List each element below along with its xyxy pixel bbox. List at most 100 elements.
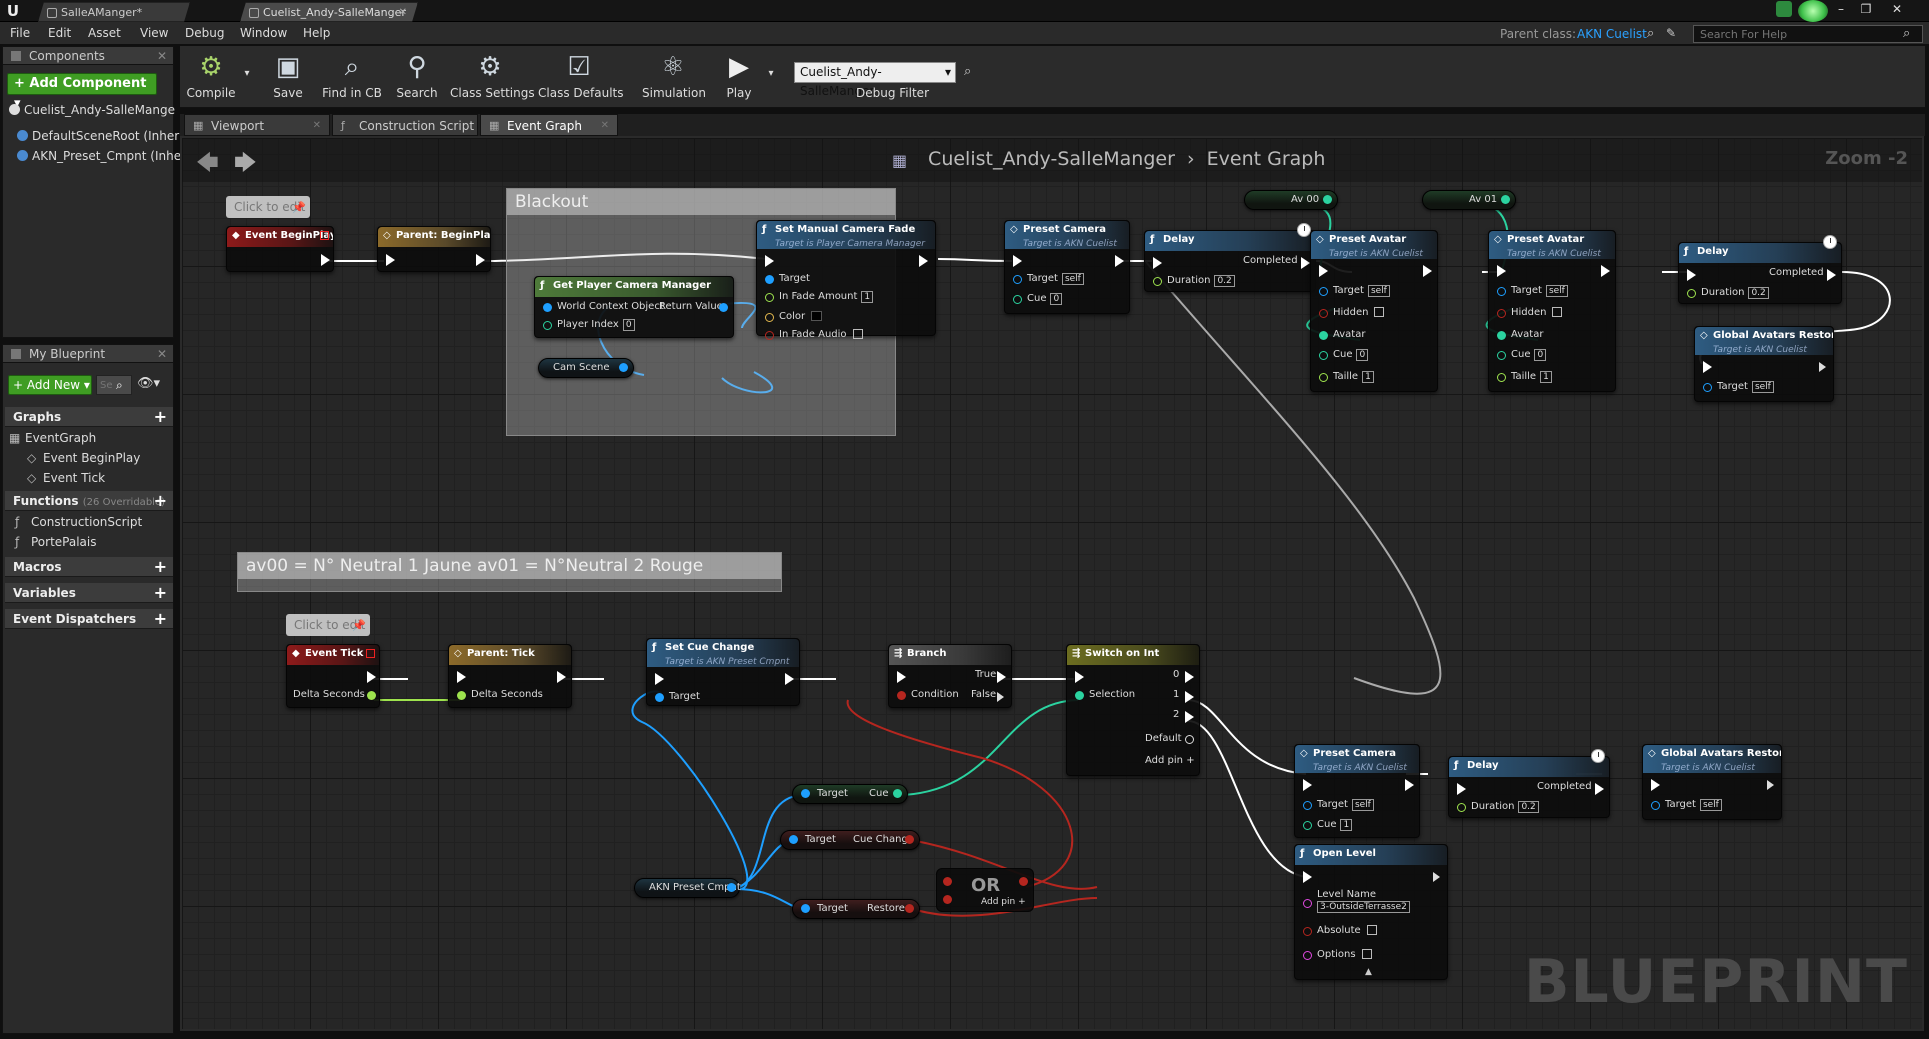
- exec-out-pin[interactable]: [557, 671, 566, 683]
- maximize-button[interactable]: ❐: [1860, 2, 1872, 16]
- exec-case-0-pin[interactable]: [1185, 671, 1194, 683]
- options-field[interactable]: [1361, 949, 1372, 959]
- object-pin[interactable]: [789, 835, 798, 844]
- float-pin[interactable]: [765, 293, 774, 302]
- exec-false-pin[interactable]: [997, 691, 1006, 703]
- hidden-checkbox[interactable]: [1552, 307, 1563, 317]
- bool-pin[interactable]: [897, 691, 906, 700]
- exec-out-pin[interactable]: [1405, 779, 1414, 791]
- bool-pin-a[interactable]: [943, 877, 952, 886]
- node-get-cue-change[interactable]: Target Cue Change: [780, 830, 920, 850]
- object-pin[interactable]: [765, 275, 774, 284]
- play-options-chevron-icon[interactable]: ▾: [768, 68, 774, 79]
- float-pin[interactable]: [1687, 289, 1696, 298]
- exec-true-pin[interactable]: [997, 671, 1006, 683]
- unreal-logo-icon[interactable]: U: [6, 2, 20, 20]
- node-parent-tick[interactable]: ◇Parent: Tick Delta Seconds: [448, 644, 572, 708]
- exec-out-pin[interactable]: [919, 255, 928, 267]
- forward-arrow-icon[interactable]: 🡆: [234, 151, 257, 176]
- bool-pin[interactable]: [1319, 309, 1328, 318]
- exec-out-pin[interactable]: [1423, 265, 1432, 277]
- add-new-button[interactable]: + Add New ▾: [8, 375, 92, 395]
- comment-title[interactable]: av00 = N° Neutral 1 Jaune av01 = N°Neutr…: [238, 553, 781, 579]
- in-fade-audio-checkbox[interactable]: [852, 329, 863, 339]
- node-event-beginplay[interactable]: ◆Event BeginPlay: [226, 226, 334, 272]
- node-event-tick[interactable]: ◆Event Tick Delta Seconds: [286, 644, 380, 708]
- add-graph-plus-icon[interactable]: +: [153, 407, 167, 426]
- pin-icon[interactable]: 📌: [352, 619, 366, 632]
- component-defaultsceneroot-row[interactable]: DefaultSceneRoot (Inherited): [17, 129, 183, 143]
- tab-viewport[interactable]: ▦ Viewport ✕: [184, 114, 330, 136]
- exec-in-pin[interactable]: [1497, 265, 1506, 277]
- exec-in-pin[interactable]: [1303, 779, 1312, 791]
- close-panel-icon[interactable]: ✕: [156, 49, 167, 63]
- blueprint-search-input[interactable]: [96, 375, 132, 395]
- bool-out-pin[interactable]: [905, 904, 914, 913]
- class-settings-button[interactable]: ⚙ Class Settings: [450, 50, 535, 106]
- menu-asset[interactable]: Asset: [88, 26, 121, 40]
- object-out-pin[interactable]: [727, 883, 736, 892]
- exec-default-pin[interactable]: [1185, 735, 1194, 744]
- bool-out-pin[interactable]: [1019, 877, 1028, 886]
- exec-in-pin[interactable]: [1153, 257, 1162, 269]
- float-out-pin[interactable]: [367, 691, 376, 700]
- name-pin[interactable]: [1303, 899, 1312, 908]
- add-macro-plus-icon[interactable]: +: [153, 557, 167, 576]
- event-graph-canvas[interactable]: 🡄 🡆 ▦ Cuelist_Andy-SalleManger › Event G…: [180, 136, 1924, 1031]
- graph-item-eventgraph[interactable]: ▦EventGraph: [9, 431, 96, 445]
- node-var-av00[interactable]: Av 00: [1244, 190, 1338, 210]
- event-dispatchers-section-header[interactable]: Event Dispatchers +: [5, 609, 173, 629]
- duration-field[interactable]: 0.2: [1518, 801, 1539, 813]
- exec-out-pin[interactable]: [785, 673, 794, 685]
- object-pin[interactable]: [543, 303, 552, 312]
- add-component-button[interactable]: + Add Component ▾: [7, 73, 157, 111]
- int-out-pin[interactable]: [893, 789, 902, 798]
- node-var-av01[interactable]: Av 01: [1422, 190, 1516, 210]
- exec-out-pin[interactable]: [367, 671, 376, 683]
- source-control-icon[interactable]: [1798, 0, 1828, 22]
- int-pin[interactable]: [543, 321, 552, 330]
- exec-out-pin[interactable]: [1819, 361, 1828, 373]
- exec-in-pin[interactable]: [1457, 783, 1466, 795]
- exec-in-pin[interactable]: [1303, 871, 1312, 883]
- exec-in-pin[interactable]: [1687, 269, 1696, 281]
- duration-field[interactable]: 0.2: [1748, 287, 1769, 299]
- menu-edit[interactable]: Edit: [48, 26, 72, 40]
- node-var-cam-scene[interactable]: Cam Scene: [538, 358, 634, 378]
- breadcrumb-root[interactable]: Cuelist_Andy-SalleManger: [928, 148, 1175, 170]
- comment-title[interactable]: Blackout: [507, 189, 895, 215]
- object-pin[interactable]: [1497, 287, 1506, 296]
- object-pin[interactable]: [1303, 801, 1312, 810]
- close-window-button[interactable]: ✕: [1891, 2, 1903, 16]
- exec-out-pin[interactable]: [1595, 783, 1604, 795]
- graph-item-event-beginplay[interactable]: ◇Event BeginPlay: [27, 451, 140, 465]
- add-variable-plus-icon[interactable]: +: [153, 583, 167, 602]
- exec-in-pin[interactable]: [765, 255, 774, 267]
- object-pin[interactable]: [1651, 801, 1660, 810]
- node-header[interactable]: ◆Event BeginPlay: [227, 227, 333, 247]
- node-switch-on-int[interactable]: ⇶Switch on Int 0 Selection 1 2 Default A…: [1066, 644, 1200, 776]
- collapse-advanced-icon[interactable]: ▲: [1365, 967, 1372, 977]
- node-header[interactable]: ⇶Branch: [889, 645, 1011, 665]
- help-search-input[interactable]: [1693, 25, 1923, 43]
- close-tab-icon[interactable]: ✕: [600, 120, 609, 131]
- exec-out-pin[interactable]: [1433, 871, 1442, 883]
- menu-window[interactable]: Window: [240, 26, 288, 40]
- object-pin[interactable]: [655, 693, 664, 702]
- edit-parent-icon[interactable]: ✎: [1666, 26, 1677, 40]
- components-tab[interactable]: Components ✕: [3, 47, 173, 65]
- float-pin[interactable]: [1457, 803, 1466, 812]
- menu-file[interactable]: File: [10, 26, 31, 40]
- cue-field[interactable]: 0: [1050, 293, 1063, 305]
- node-get-cue[interactable]: Target Cue: [792, 784, 908, 804]
- search-button[interactable]: ⚲ Search: [392, 50, 442, 106]
- compile-button[interactable]: ⚙ Compile: [184, 50, 238, 106]
